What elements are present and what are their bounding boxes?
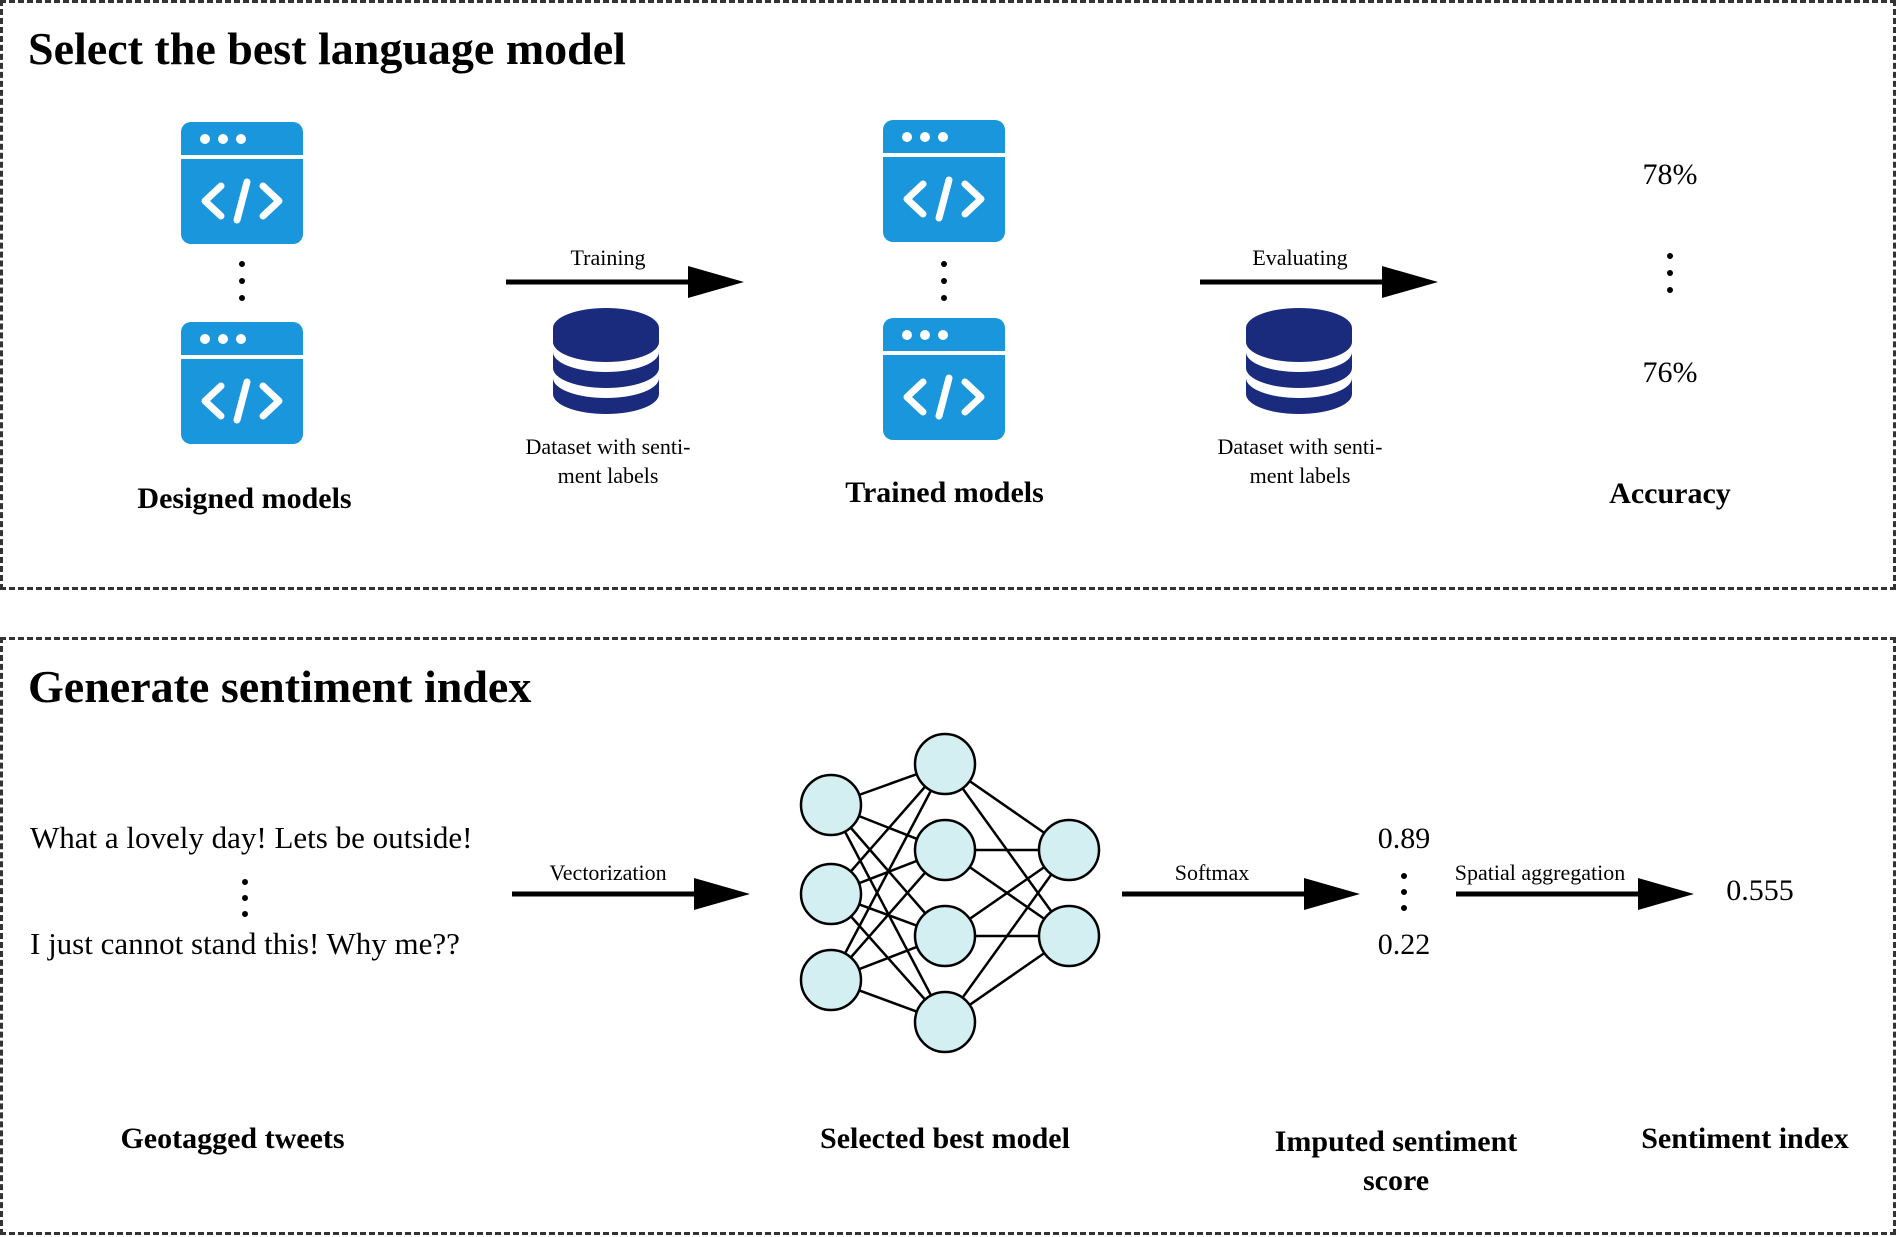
evaluating-label: Evaluating [1252, 245, 1348, 270]
code-window-icon [181, 322, 303, 444]
geotagged-tweets-caption: Geotagged tweets [120, 1122, 345, 1155]
ellipsis-dot [239, 261, 245, 267]
softmax-arrow [1122, 878, 1360, 910]
ellipsis-dot [1667, 270, 1673, 276]
tweet-text: What a lovely day! Lets be outside! [30, 820, 473, 855]
sentiment-score: 0.22 [1377, 928, 1431, 961]
selected-model-caption: Selected best model [820, 1122, 1070, 1155]
panel-title: Select the best language model [28, 23, 626, 74]
accuracy-value: 76% [1642, 356, 1698, 389]
spatial-aggregation-label: Spatial aggregation [1454, 860, 1626, 885]
vectorization-arrow [512, 878, 750, 910]
code-window-icon [883, 120, 1005, 242]
evaluating-arrow [1200, 266, 1438, 298]
code-window-icon [181, 122, 303, 244]
panel-title: Generate sentiment index [28, 661, 532, 712]
ellipsis-dot [239, 295, 245, 301]
ellipsis-dot [941, 278, 947, 284]
ellipsis-dot [239, 278, 245, 284]
training-label: Training [570, 245, 646, 270]
ellipsis-dot [1667, 287, 1673, 293]
code-window-icon [883, 318, 1005, 440]
vectorization-label: Vectorization [549, 860, 667, 885]
ellipsis-dot [242, 911, 248, 917]
ellipsis-dot [941, 261, 947, 267]
ellipsis-dot [1401, 905, 1407, 911]
designed-models-caption: Designed models [137, 482, 352, 515]
sentiment-index-caption: Sentiment index [1641, 1122, 1849, 1155]
spatial-aggregation-arrow [1456, 878, 1694, 910]
trained-models-caption: Trained models [845, 476, 1044, 509]
ellipsis-dot [1401, 873, 1407, 879]
sentiment-score: 0.89 [1377, 822, 1431, 855]
training-arrow [506, 266, 744, 298]
accuracy-value: 78% [1642, 158, 1698, 191]
ellipsis-dot [242, 895, 248, 901]
tweet-text: I just cannot stand this! Why me?? [30, 926, 460, 961]
ellipsis-dot [1667, 253, 1673, 259]
panel-select-model [0, 0, 1896, 590]
dataset-label: Dataset with senti- ment labels [525, 434, 691, 488]
ellipsis-dot [941, 295, 947, 301]
panel-generate-index [0, 637, 1896, 1235]
softmax-label: Softmax [1174, 860, 1250, 885]
imputed-score-caption: Imputed sentiment score [1274, 1125, 1518, 1197]
ellipsis-dot [242, 879, 248, 885]
neural-network-icon [799, 732, 1101, 1054]
ellipsis-dot [1401, 889, 1407, 895]
sentiment-index-value: 0.555 [1726, 874, 1794, 907]
dataset-label: Dataset with senti- ment labels [1217, 434, 1383, 488]
database-icon [1246, 308, 1352, 414]
database-icon [553, 308, 659, 414]
accuracy-caption: Accuracy [1609, 477, 1731, 510]
